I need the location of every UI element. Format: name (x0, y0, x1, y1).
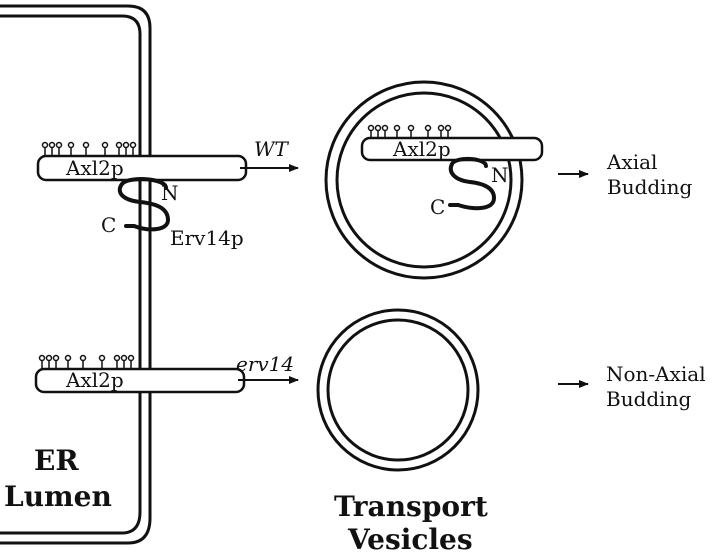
vesicle-glycan-markers (367, 124, 452, 138)
vesicle-outer-membrane (324, 80, 524, 280)
mutant-glycan-markers (38, 354, 135, 369)
erv14p-n-label: N (161, 181, 179, 205)
axl2p-label: Axl2p (65, 156, 124, 180)
mutant-vesicle-outer-membrane (316, 308, 480, 472)
erv14p-er: N C Erv14p (101, 177, 244, 250)
axl2p-er-wt: Axl2p (36, 141, 248, 182)
er-membrane-outer (0, 4, 152, 545)
wt-arrow-label: WT (254, 137, 290, 161)
non-axial-budding-label-line1: Non-Axial (606, 362, 706, 386)
mutant-axl2p-label: Axl2p (65, 368, 124, 392)
er-membrane-inner (0, 14, 142, 535)
glycan-markers (41, 141, 137, 156)
vesicle-n-label: N (491, 163, 509, 187)
er-lumen-title-line1: ER (34, 444, 79, 477)
vesicle-erv14p-loop (448, 157, 497, 211)
axial-budding-label-line1: Axial (606, 150, 657, 174)
erv14p-label: Erv14p (170, 226, 244, 250)
er-lumen-title-line2: Lumen (4, 480, 112, 513)
axial-budding-label-line2: Budding (607, 175, 692, 199)
erv14-arrow-label: erv14 (236, 352, 294, 376)
vesicle-axl2p-bar (360, 136, 544, 162)
transport-vesicles-title-line2: Vesicles (347, 523, 473, 555)
erv14p-c-label: C (101, 213, 116, 237)
vesicle-inner-membrane (335, 91, 513, 269)
transport-vesicles-title-line1: Transport (334, 490, 488, 523)
non-axial-budding-label-line2: Budding (606, 387, 691, 411)
mutant-vesicle-inner-membrane (326, 318, 470, 462)
vesicle-c-label: C (430, 195, 445, 219)
vesicle-axl2p-label: Axl2p (392, 137, 451, 161)
wt-transport-vesicle: Axl2p N C (324, 80, 544, 280)
erv14p-loop (117, 177, 171, 232)
mutant-transport-vesicle (316, 308, 480, 472)
